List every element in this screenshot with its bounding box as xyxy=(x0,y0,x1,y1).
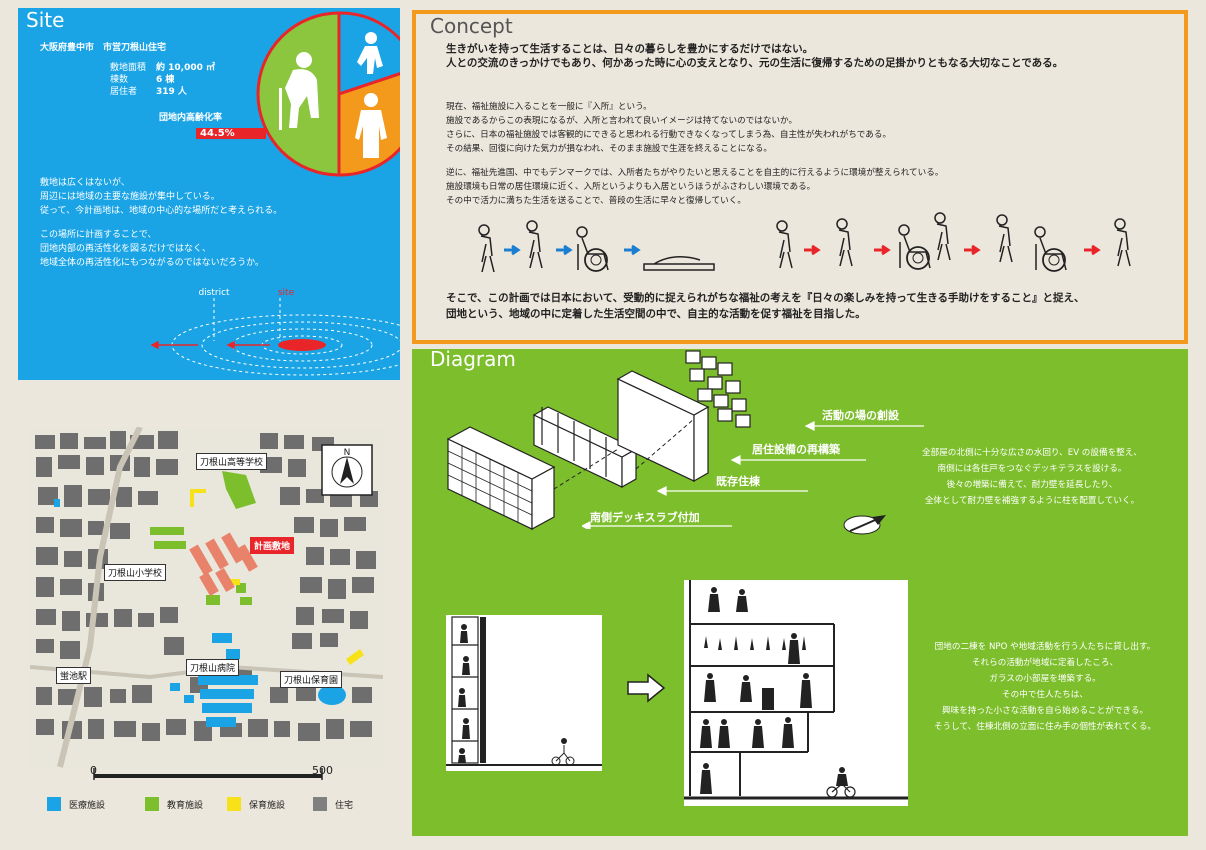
text-line: それらの活動が地域に定着したころ、 xyxy=(971,658,1119,668)
map-label-highschool: 刀根山高等学校 xyxy=(196,453,268,470)
stat-value: 319 人 xyxy=(156,87,187,97)
stat-buildings: 棟数 6 棟 xyxy=(110,74,215,86)
concept-paragraph-1: 現在、福祉施設に入ることを一般に『入所』という。 施設であるからこの表現になるが… xyxy=(446,100,891,156)
legend-label: 住宅 xyxy=(335,800,354,811)
section-after-drawing xyxy=(684,580,908,800)
text-line: 従って、今計画地は、地域の中心的な場所だと考えられる。 xyxy=(40,206,283,216)
text-line: その中で住人たちは、 xyxy=(1002,690,1088,700)
scale-bar: 0 500 xyxy=(90,764,340,786)
map-label-station: 蛍池駅 xyxy=(56,667,92,684)
stat-label: 敷地面積 xyxy=(110,63,147,73)
concept-closing: そこで、この計画では日本において、受動的に捉えられがちな福祉の考えを『日々の楽し… xyxy=(446,290,1085,322)
legend-label: 医療施設 xyxy=(69,800,106,811)
text-line: 周辺には地域の主要な施設が集中している。 xyxy=(40,192,220,202)
text-line: 南側には各住戸をつなぐデッキテラスを設ける。 xyxy=(937,464,1127,474)
scale-end: 500 xyxy=(312,766,333,777)
north-label: N xyxy=(344,448,351,458)
site-paragraph-2: この場所に計画することで、 団地内部の再活性化を図るだけではなく、 地域全体の再… xyxy=(40,228,264,270)
step-label-deck: 南側デッキスラブ付加 xyxy=(590,511,700,524)
aging-rate-bar: 44.5% xyxy=(196,128,266,139)
map-legend: 医療施設 教育施設 保育施設 住宅 xyxy=(47,797,367,815)
district-label: district xyxy=(198,288,230,298)
text-line: 生きがいを持って生活することは、日々の暮らしを豊かにするだけではない。 xyxy=(446,43,814,55)
text-line: 敷地は広くはないが、 xyxy=(40,178,130,188)
step-label-activity: 活動の場の創設 xyxy=(822,409,899,422)
section-after xyxy=(684,580,908,806)
concept-paragraph-2: 逆に、福祉先進国、中でもデンマークでは、入所者たちがやりたいと思えることを自主的… xyxy=(446,166,943,208)
section-before xyxy=(446,615,602,771)
text-line: 全体として耐力壁を補強するように柱を配置していく。 xyxy=(924,496,1140,506)
step-arrows xyxy=(582,421,924,529)
legend-swatch xyxy=(47,797,61,811)
site-address: 大阪府豊中市 市営刀根山住宅 xyxy=(40,43,167,53)
text-line: その中で活力に満ちた生活を送ることで、普段の生活に早々と復帰していく。 xyxy=(446,196,746,206)
text-line: 全部屋の北側に十分な広さの水回り、EV の設備を整え、 xyxy=(922,448,1142,458)
concept-panel: Concept 生きがいを持って生活することは、日々の暮らしを豊かにするだけでは… xyxy=(412,10,1188,344)
site-label: site xyxy=(278,288,295,298)
site-panel: Site 大阪府豊中市 市営刀根山住宅 敷地面積約 10,000 ㎡ 棟数 6 棟… xyxy=(18,8,400,380)
stat-label: 棟数 xyxy=(110,75,129,85)
aging-pie-icon xyxy=(256,11,400,177)
district-site-diagram: district site xyxy=(150,288,400,376)
aging-rate-label: 団地内高齢化率 xyxy=(159,113,223,123)
stat-area: 敷地面積約 10,000 ㎡ xyxy=(110,62,215,74)
north-compass-icon xyxy=(843,515,886,535)
text-line: この場所に計画することで、 xyxy=(40,230,157,240)
diagram-text-structure: 全部屋の北側に十分な広さの水回り、EV の設備を整え、 南側には各住戸をつなぐデ… xyxy=(882,445,1182,509)
stat-residents: 居住者 319 人 xyxy=(110,86,215,98)
legend-label: 保育施設 xyxy=(249,800,286,811)
site-title: Site xyxy=(26,8,65,32)
scale-bar-drawing: 0 500 xyxy=(90,764,333,780)
text-line: そこで、この計画では日本において、受動的に捉えられがちな福祉の考えを『日々の楽し… xyxy=(446,292,1085,304)
text-line: 後々の増築に備えて、耐力壁を延長したり、 xyxy=(946,480,1118,490)
transform-arrow-icon xyxy=(627,673,666,703)
legend-nursery: 保育施設 xyxy=(227,797,285,811)
text-line: 団地という、地域の中に定着した生活空間の中で、自主的な活動を促す福祉を目指した。 xyxy=(446,308,866,320)
legend-swatch xyxy=(145,797,159,811)
area-map: N 刀根山高等学校 計画敷地 刀根山小学校 刀根山病院 蛍池駅 刀根山保育園 xyxy=(30,427,383,769)
text-line: 施設であるからこの表現になるが、入所と言われて良いイメージは持てないのではないか… xyxy=(446,116,798,126)
text-line: 逆に、福祉先進国、中でもデンマークでは、入所者たちがやりたいと思えることを自主的… xyxy=(446,168,944,178)
legend-medical: 医療施設 xyxy=(47,797,105,811)
text-line: その結果、回復に向けた気力が損なわれ、そのまま施設で生涯を終えることになる。 xyxy=(446,144,772,154)
text-line: 人との交流のきっかけでもあり、何かあった時に心の支えとなり、元の生活に復帰するた… xyxy=(446,57,1064,69)
stat-value: 6 棟 xyxy=(156,75,175,85)
map-label-nursery: 刀根山保育園 xyxy=(280,671,343,688)
stat-value: 約 10,000 ㎡ xyxy=(156,63,215,73)
diagram-text-activities: 団地の二棟を NPO や地域活動を行う人たちに貸し出す。 それらの活動が地域に定… xyxy=(904,639,1186,735)
site-paragraph-1: 敷地は広くはないが、 周辺には地域の主要な施設が集中している。 従って、今計画地… xyxy=(40,176,282,218)
legend-education: 教育施設 xyxy=(145,797,203,811)
text-line: 団地の二棟を NPO や地域活動を行う人たちに貸し出す。 xyxy=(934,642,1156,652)
concept-lead: 生きがいを持って生活することは、日々の暮らしを豊かにするだけではない。 人との交… xyxy=(446,42,1063,70)
map-label-elementary: 刀根山小学校 xyxy=(104,564,167,581)
section-before-drawing xyxy=(446,616,602,766)
text-line: 団地内部の再活性化を図るだけではなく、 xyxy=(40,244,212,254)
text-line: さらに、日本の福祉施設では客観的にできると思われる行動できなくなってしまう為、自… xyxy=(446,130,892,140)
step-label-existing: 既存住棟 xyxy=(716,475,760,488)
legend-swatch xyxy=(313,797,327,811)
text-line: ガラスの小部屋を増築する。 xyxy=(989,674,1101,684)
exploded-axonometric-drawing xyxy=(446,350,751,531)
text-line: 地域全体の再活性化にもつながるのではないだろうか。 xyxy=(40,258,264,268)
concept-title: Concept xyxy=(430,14,513,38)
scale-start: 0 xyxy=(90,766,97,777)
text-line: そうして、住棟北側の立面に住み手の個性が表れてくる。 xyxy=(933,722,1157,732)
legend-housing: 住宅 xyxy=(313,797,353,811)
map-label-hospital: 刀根山病院 xyxy=(186,659,240,676)
stat-label: 居住者 xyxy=(110,87,138,97)
diagram-panel: Diagram xyxy=(412,349,1188,836)
text-line: 興味を持った小さな活動を自ら始めることができる。 xyxy=(941,706,1149,716)
legend-swatch xyxy=(227,797,241,811)
diagram-title: Diagram xyxy=(430,349,516,371)
map-drawing: N xyxy=(30,427,383,769)
map-label-site: 計画敷地 xyxy=(250,537,295,554)
welfare-sequence-illustration xyxy=(478,212,1131,273)
text-line: 現在、福祉施設に入ることを一般に『入所』という。 xyxy=(446,102,652,112)
step-label-equipment: 居住設備の再構築 xyxy=(752,443,840,456)
legend-label: 教育施設 xyxy=(167,800,204,811)
text-line: 施設環境も日常の居住環境に近く、入所というよりも入居というほうがふさわしい環境で… xyxy=(446,182,816,192)
site-stats: 敷地面積約 10,000 ㎡ 棟数 6 棟 居住者 319 人 xyxy=(110,62,215,98)
